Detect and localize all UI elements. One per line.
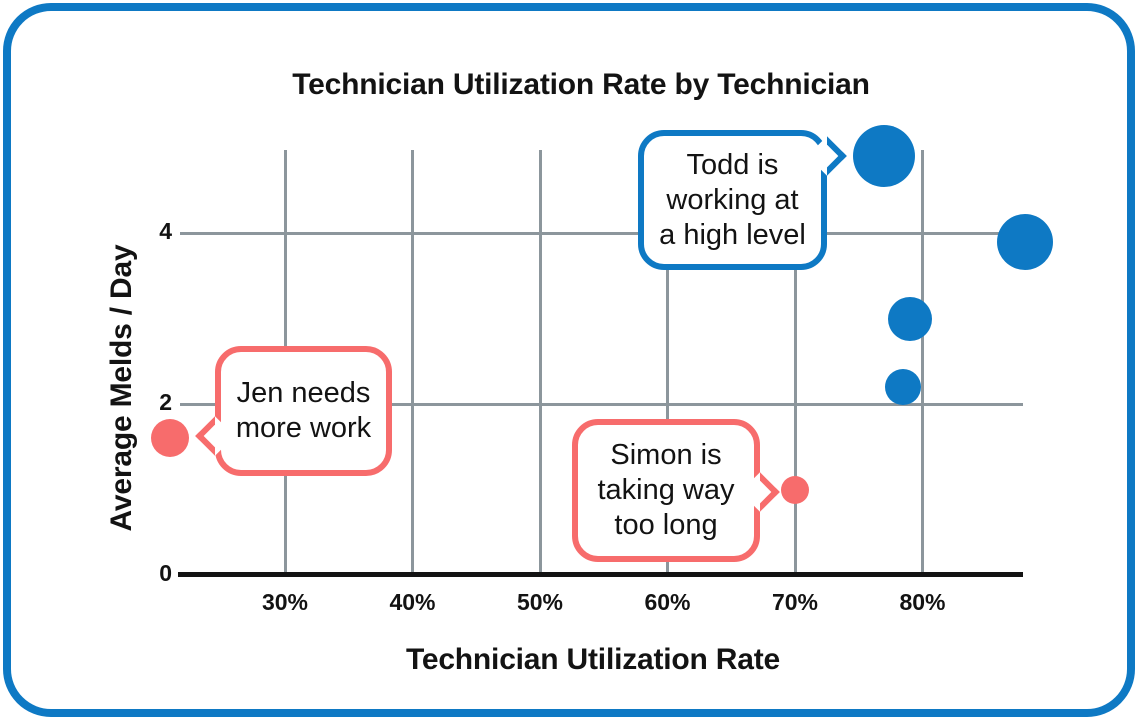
y-tick-label-2: 2 xyxy=(159,389,172,415)
callout-jen-text: Jen needs xyxy=(236,377,371,409)
gridline-x-60 xyxy=(666,150,669,573)
data-point-todd xyxy=(853,125,916,188)
callout-todd-text: Todd is xyxy=(686,148,779,181)
callout-simon-text: Simon is xyxy=(610,439,722,471)
callout-todd-tail xyxy=(807,136,847,176)
data-point xyxy=(887,296,932,341)
gridline-y-2 xyxy=(180,402,1023,406)
data-point xyxy=(885,368,922,405)
callout-todd-text: working at xyxy=(666,183,799,216)
callout-todd-text: a high level xyxy=(659,218,806,251)
y-tick-label-0: 0 xyxy=(159,560,172,586)
gridline-y-4 xyxy=(180,231,1023,235)
x-axis-line xyxy=(178,572,1023,577)
gridline-x-70 xyxy=(793,150,797,573)
x-tick-label-70: 70% xyxy=(771,589,819,615)
gridline-x-40 xyxy=(411,150,414,573)
data-point-simon xyxy=(781,475,809,504)
x-tick-label-80: 80% xyxy=(899,589,946,615)
data-point xyxy=(996,213,1053,270)
chart-title: Technician Utilization Rate by Technicia… xyxy=(292,68,870,101)
gridline-x-50 xyxy=(538,150,542,573)
callout-jen-text: more work xyxy=(235,412,372,444)
callout-jen-tail xyxy=(195,416,235,456)
y-tick-label-4: 4 xyxy=(159,218,172,244)
x-tick-label-30: 30% xyxy=(261,589,309,615)
y-axis-title: Average Melds / Day xyxy=(105,244,138,532)
data-point-jen xyxy=(151,419,190,458)
gridline-x-80 xyxy=(921,150,924,573)
callout-simon-tail xyxy=(740,472,780,512)
x-tick-label-40: 40% xyxy=(389,589,436,615)
callout-simon-text: too long xyxy=(614,509,718,541)
x-tick-label-50: 50% xyxy=(516,589,564,615)
callout-simon-text: taking way xyxy=(597,474,735,506)
x-tick-label-60: 60% xyxy=(644,589,691,615)
x-axis-title: Technician Utilization Rate xyxy=(405,643,781,676)
